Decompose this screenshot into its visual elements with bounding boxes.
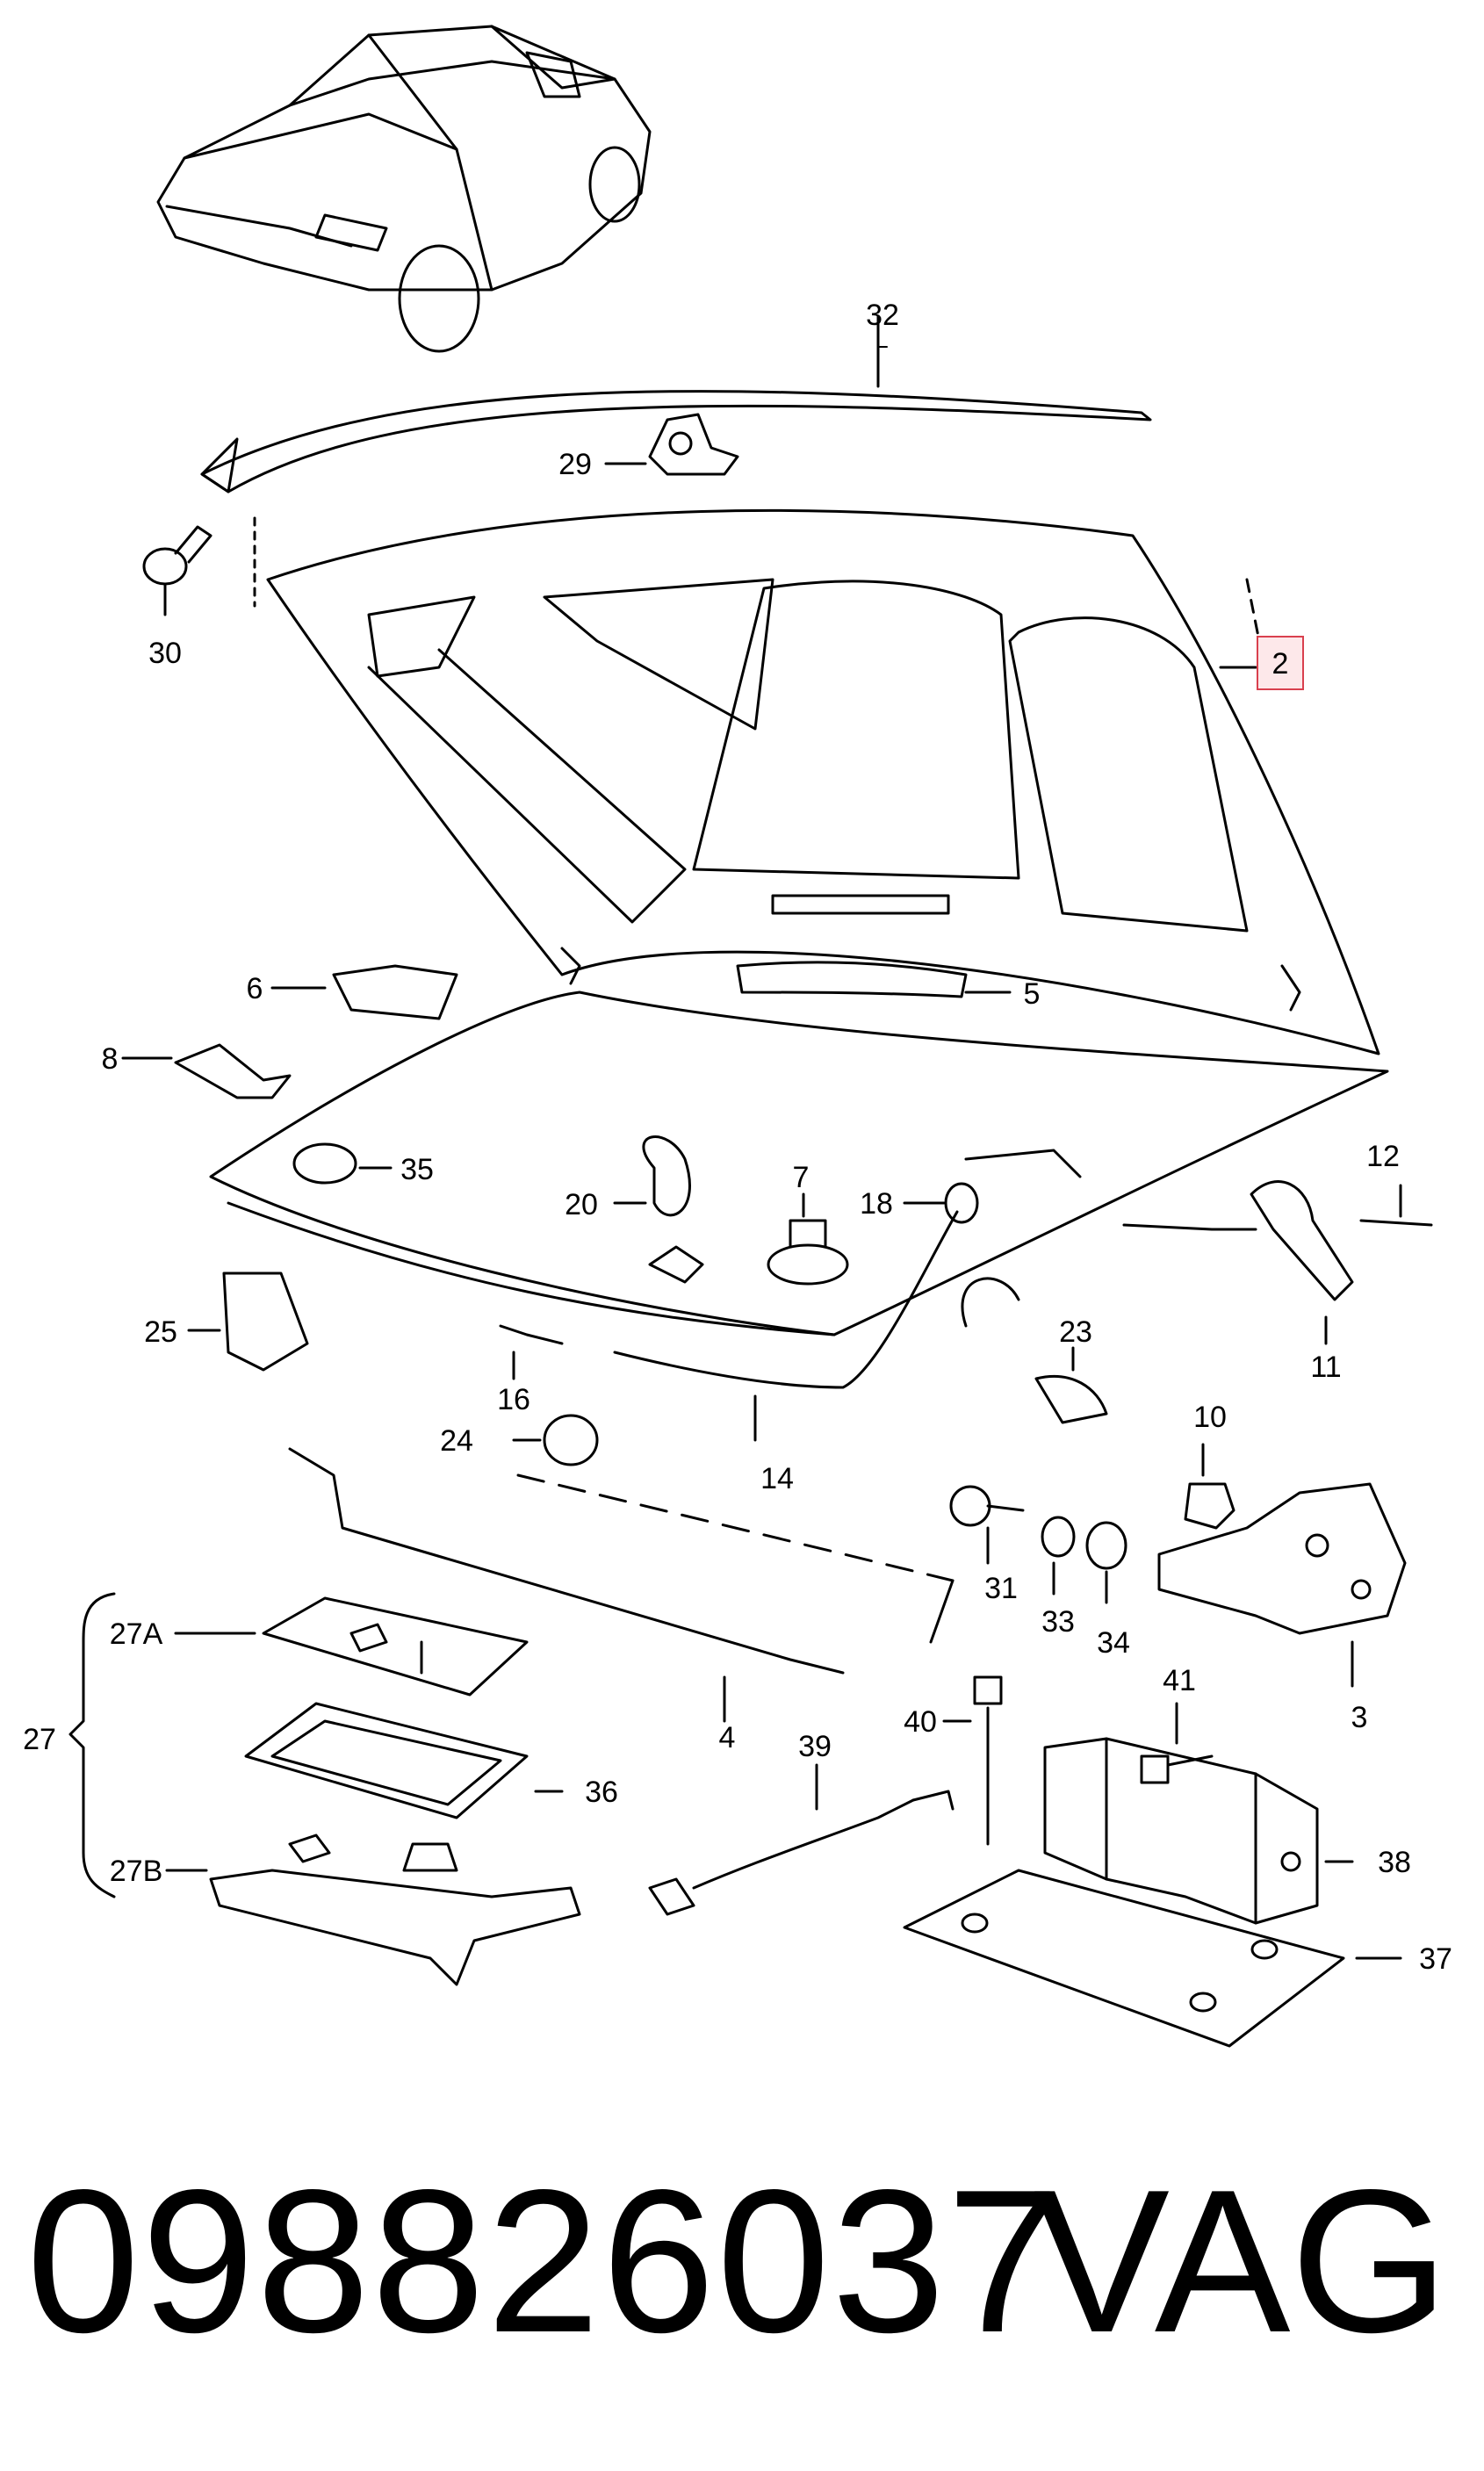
release-handle-11 [1122,1180,1354,1345]
label-2: 2 [1272,647,1289,681]
label-41: 41 [1163,1664,1196,1697]
bracket-8 [121,1043,292,1099]
lock-gasket-36 [244,1702,564,1819]
grommet-7 [767,1192,849,1286]
label-10: 10 [1193,1401,1227,1434]
lock-38 [1043,1737,1354,1925]
lock-plate-27b [165,1833,581,1986]
clip-25 [187,1272,309,1372]
pin-12 [1359,1184,1433,1227]
nut-10 [1184,1443,1235,1530]
label-27B: 27B [110,1855,163,1888]
cable-holder-23 [961,1277,1108,1424]
highlight-box-2 [1257,636,1304,690]
part-number: 098826037 [26,2148,1063,2375]
label-30: 30 [148,637,182,670]
part-labels: 32 29 30 2 6 5 8 35 20 7 18 12 11 25 16 … [23,299,1452,1976]
bracket-27 [68,1592,116,1898]
bolt-31 [949,1485,1025,1565]
cable-16 [499,1324,564,1380]
label-12: 12 [1366,1140,1400,1173]
clamp-20 [613,1135,704,1284]
label-3: 3 [1351,1701,1368,1734]
vent-5 [736,961,1012,998]
release-cable-14 [613,1210,959,1442]
rivet-30 [142,525,213,616]
switch-39 [648,1763,955,1916]
label-24: 24 [440,1424,473,1458]
bracket-6 [270,964,458,1020]
label-5: 5 [1024,977,1041,1011]
label-25: 25 [144,1315,177,1349]
label-40: 40 [904,1705,937,1739]
label-27A: 27A [110,1617,163,1651]
label-39: 39 [798,1730,832,1763]
label-29: 29 [558,448,592,481]
hinge-3 [1157,1482,1407,1688]
label-32: 32 [866,299,899,332]
hood-seal-32 [200,314,1152,608]
hood-panel-2 [266,508,1380,1055]
bolt-40 [942,1675,1003,1846]
label-36: 36 [585,1776,618,1809]
base-plate-37 [903,1869,1402,2048]
washer-34 [1085,1521,1127,1604]
label-35: 35 [400,1153,434,1186]
label-8: 8 [102,1042,119,1076]
label-38: 38 [1378,1846,1411,1879]
label-27: 27 [23,1723,56,1756]
label-6: 6 [247,972,263,1005]
label-16: 16 [497,1383,530,1416]
hood-lower-lining [209,991,1389,1336]
bolt-41 [1140,1702,1214,1784]
label-7: 7 [793,1161,810,1194]
label-33: 33 [1041,1605,1075,1639]
label-34: 34 [1097,1626,1130,1660]
clip-29 [604,413,739,476]
lock-plate-27a [174,1596,529,1697]
label-23: 23 [1059,1315,1092,1349]
label-37: 37 [1419,1942,1452,1976]
grommet-18 [903,1182,979,1224]
label-18: 18 [860,1187,893,1221]
brand-name: VAG [1034,2148,1449,2375]
car-illustration [156,25,652,353]
label-14: 14 [760,1462,794,1495]
label-31: 31 [984,1572,1018,1605]
label-11: 11 [1310,1351,1341,1384]
label-4: 4 [719,1721,736,1754]
prop-rod-4 [288,1447,955,1723]
hood-parts-diagram: 32 29 30 2 6 5 8 35 20 7 18 12 11 25 16 … [23,25,1452,2048]
grommet-24 [512,1414,599,1466]
washer-33 [1041,1516,1076,1596]
label-20: 20 [565,1188,598,1221]
